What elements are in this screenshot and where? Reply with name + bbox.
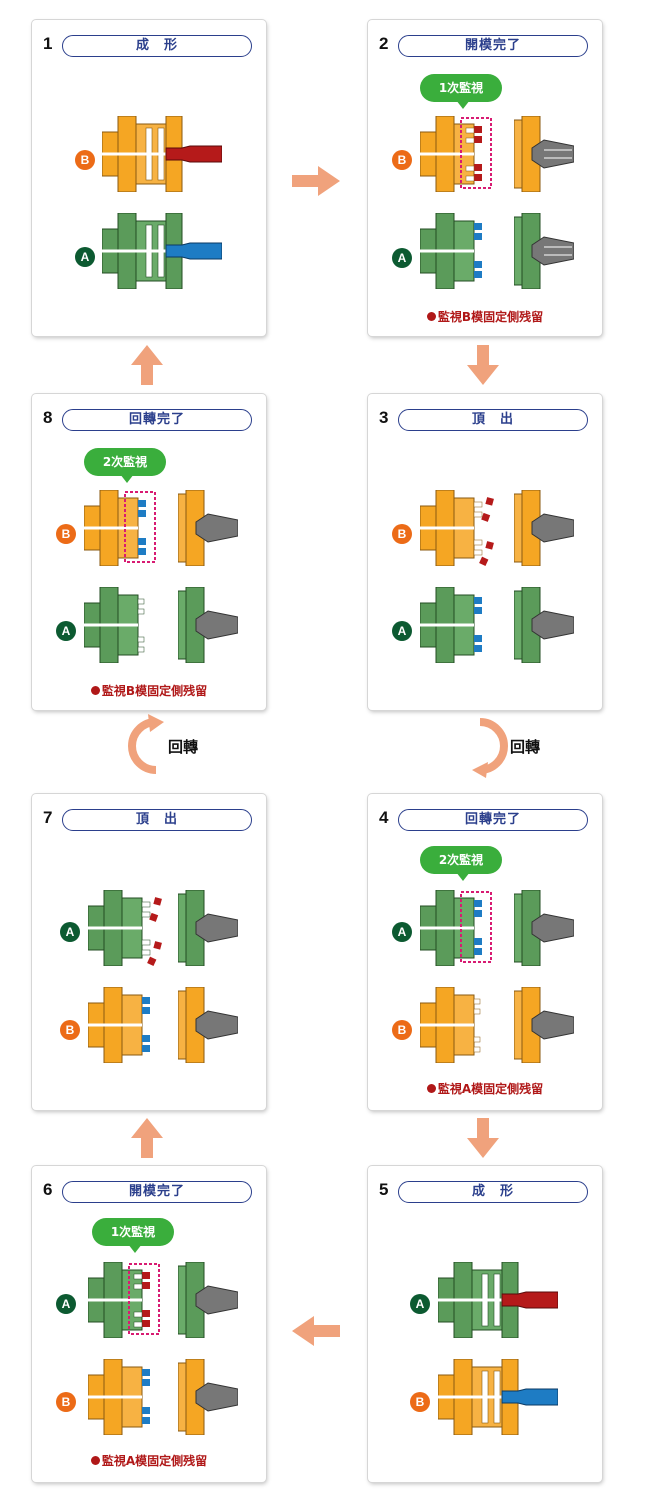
- mold-b-label: B: [392, 524, 412, 544]
- rotate-arrow-icon: [472, 718, 508, 778]
- fixed-side-a: [514, 890, 574, 966]
- residue-note: 監視A模固定側残留: [368, 1080, 602, 1097]
- rotation-label: 回轉: [168, 738, 199, 756]
- step-title: 回轉完了: [398, 809, 588, 831]
- fixed-side-a: [514, 587, 574, 663]
- step-card-4: 4 回轉完了 2次監視 A B 監視A模固定側残留: [368, 794, 602, 1110]
- arrow-left-icon: [292, 1316, 340, 1346]
- mold-b-label: B: [392, 1020, 412, 1040]
- mold-b-label: B: [56, 1392, 76, 1412]
- step-card-5: 5 成 形 A B: [368, 1166, 602, 1482]
- fixed-side-b: [514, 987, 574, 1063]
- monitor-bubble: 1次監視: [420, 74, 502, 109]
- fixed-side-b: [514, 490, 574, 566]
- mold-a-label: A: [56, 621, 76, 641]
- mold-a-label: A: [392, 248, 412, 268]
- mold-b-label: B: [392, 150, 412, 170]
- rotation-label: 回轉: [510, 738, 541, 756]
- fixed-side-a: [178, 890, 238, 966]
- step-number: 7: [43, 808, 53, 827]
- arrow-down-icon: [467, 345, 499, 385]
- step-number: 1: [43, 34, 53, 53]
- mold-b-label: B: [60, 1020, 80, 1040]
- open-mold-a: [420, 213, 482, 289]
- open-mold-a-with-parts: [88, 1262, 160, 1338]
- open-mold-a: [84, 587, 145, 663]
- step-card-6: 6 開模完了 1次監視 A B 監視A模固定側残留: [32, 1166, 266, 1482]
- step-title: 開模完了: [62, 1181, 252, 1203]
- monitor-bubble: 1次監視: [92, 1218, 174, 1253]
- fixed-side-b: [178, 987, 238, 1063]
- step-number: 5: [379, 1180, 389, 1199]
- mold-b-label: B: [56, 524, 76, 544]
- residue-note: 監視B模固定側残留: [32, 682, 266, 699]
- step-number: 4: [379, 808, 389, 827]
- open-mold-b-with-parts: [84, 490, 156, 566]
- monitor-bubble: 2次監視: [420, 846, 502, 881]
- open-mold-b-with-parts: [420, 116, 492, 192]
- mold-b-label: B: [410, 1392, 430, 1412]
- step-card-8: 8 回轉完了 2次監視 B A 監視B模固定側残留: [32, 394, 266, 710]
- fixed-side-b: [178, 1359, 238, 1435]
- open-mold-a-ejecting: [88, 890, 162, 966]
- step-card-1: 1 成 形 B A: [32, 20, 266, 336]
- open-mold-a-with-parts: [420, 890, 492, 966]
- step-title: 開模完了: [398, 35, 588, 57]
- open-mold-b: [88, 987, 150, 1063]
- step-card-7: 7 頂 出 A B: [32, 794, 266, 1110]
- step-title: 頂 出: [62, 809, 252, 831]
- fixed-side-b: [514, 116, 574, 192]
- mold-a-label: A: [75, 247, 95, 267]
- open-mold-b-ejecting: [420, 490, 494, 566]
- arrow-right-icon: [292, 166, 340, 196]
- step-title: 頂 出: [398, 409, 588, 431]
- residue-note: 監視B模固定側残留: [368, 308, 602, 325]
- step-card-2: 2 開模完了 1次監視 B A 監視B模固定側: [368, 20, 602, 336]
- fixed-side-a: [178, 587, 238, 663]
- closed-mold-a-blue: [102, 213, 222, 289]
- arrow-up-icon: [131, 1118, 163, 1158]
- rotate-arrow-icon: [128, 714, 164, 774]
- mold-a-label: A: [392, 922, 412, 942]
- residue-note: 監視A模固定側残留: [32, 1452, 266, 1469]
- step-number: 3: [379, 408, 389, 427]
- open-mold-b: [420, 987, 481, 1063]
- closed-mold-b-red: [102, 116, 222, 192]
- arrow-up-icon: [131, 345, 163, 385]
- monitor-bubble: 2次監視: [84, 448, 166, 483]
- open-mold-a: [420, 587, 482, 663]
- mold-a-label: A: [56, 1294, 76, 1314]
- open-mold-b: [88, 1359, 150, 1435]
- closed-mold-a-red: [438, 1262, 558, 1338]
- step-number: 2: [379, 34, 389, 53]
- mold-a-label: A: [392, 621, 412, 641]
- step-title: 成 形: [398, 1181, 588, 1203]
- step-card-3: 3 頂 出 B A: [368, 394, 602, 710]
- step-title: 回轉完了: [62, 409, 252, 431]
- mold-b-label: B: [75, 150, 95, 170]
- step-number: 8: [43, 408, 53, 427]
- fixed-side-a: [514, 213, 574, 289]
- closed-mold-b-blue: [438, 1359, 558, 1435]
- fixed-side-a: [178, 1262, 238, 1338]
- step-number: 6: [43, 1180, 53, 1199]
- fixed-side-b: [178, 490, 238, 566]
- step-title: 成 形: [62, 35, 252, 57]
- mold-a-label: A: [410, 1294, 430, 1314]
- arrow-down-icon: [467, 1118, 499, 1158]
- mold-a-label: A: [60, 922, 80, 942]
